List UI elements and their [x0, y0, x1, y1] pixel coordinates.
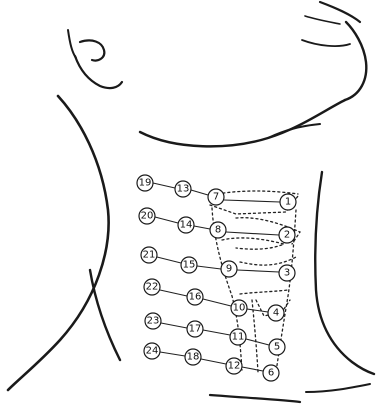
- leader-19-13: [153, 183, 175, 188]
- marker-20-label: 20: [141, 211, 154, 222]
- marker-8: 8: [210, 222, 226, 238]
- leader-lines: [153, 183, 280, 371]
- jaw-line: [140, 100, 345, 146]
- dotted-hyoid-line: [218, 191, 298, 194]
- marker-4: 4: [268, 305, 284, 321]
- leader-24-18: [160, 352, 185, 356]
- marker-1-label: 1: [285, 197, 291, 208]
- ear-lobe: [80, 40, 104, 60]
- marker-5: 5: [269, 339, 285, 355]
- marker-16: 16: [187, 289, 203, 305]
- marker-2-label: 2: [284, 230, 290, 241]
- marker-10-label: 10: [233, 303, 246, 314]
- marker-7-label: 7: [213, 192, 219, 203]
- leader-8-2: [226, 232, 279, 235]
- leader-23-17: [161, 323, 187, 328]
- leader-10-4: [247, 309, 268, 312]
- marker-18-label: 18: [187, 352, 200, 363]
- ear-back: [68, 30, 76, 58]
- leader-12-6: [242, 367, 263, 371]
- marker-20: 20: [139, 208, 155, 224]
- marker-24: 24: [144, 343, 160, 359]
- marker-23: 23: [145, 313, 161, 329]
- marker-3: 3: [279, 265, 295, 281]
- marker-6-label: 6: [268, 368, 274, 379]
- marker-18: 18: [185, 349, 201, 365]
- leader-7-1: [224, 200, 280, 202]
- neck-left-back-line: [8, 96, 109, 390]
- leader-11-5: [246, 339, 269, 345]
- marker-19-label: 19: [139, 178, 152, 189]
- dotted-cricoid-upper: [240, 290, 288, 294]
- marker-7: 7: [208, 189, 224, 205]
- marker-1: 1: [280, 194, 296, 210]
- marker-4-label: 4: [273, 308, 279, 319]
- marker-14-label: 14: [180, 220, 193, 231]
- leader-9-3: [237, 270, 279, 272]
- marker-24-label: 24: [146, 346, 159, 357]
- leader-15-9: [197, 266, 221, 269]
- leader-22-16: [160, 290, 187, 296]
- marker-11: 11: [230, 329, 246, 345]
- marker-15: 15: [181, 257, 197, 273]
- chin-contour: [345, 22, 366, 100]
- marker-2: 2: [279, 227, 295, 243]
- marker-19: 19: [137, 175, 153, 191]
- marker-22-label: 22: [146, 282, 159, 293]
- marker-15-label: 15: [183, 260, 196, 271]
- clavicle-line: [210, 395, 300, 402]
- marker-17-label: 17: [189, 324, 202, 335]
- marker-5-label: 5: [274, 342, 280, 353]
- neck-outline-drawing: [8, 2, 374, 402]
- marker-11-label: 11: [232, 332, 245, 343]
- marker-9-label: 9: [226, 264, 232, 275]
- marker-10: 10: [231, 300, 247, 316]
- marker-23-label: 23: [147, 316, 160, 327]
- marker-21: 21: [141, 247, 157, 263]
- marker-22: 22: [144, 279, 160, 295]
- leader-16-10: [203, 299, 231, 306]
- lip-line: [320, 2, 360, 22]
- marker-9: 9: [221, 261, 237, 277]
- leader-17-11: [203, 330, 230, 335]
- marker-17: 17: [187, 321, 203, 337]
- marker-6: 6: [263, 365, 279, 381]
- marker-13: 13: [175, 181, 191, 197]
- clavicle-right: [306, 384, 370, 392]
- leader-18-12: [201, 359, 226, 364]
- dotted-thyroid-lower: [240, 256, 298, 265]
- marker-3-label: 3: [284, 268, 290, 279]
- marker-16-label: 16: [189, 292, 202, 303]
- marker-21-label: 21: [143, 250, 156, 261]
- leader-13-7: [191, 190, 208, 195]
- marker-12-label: 12: [228, 361, 241, 372]
- dotted-thyroid-notch: [222, 238, 284, 249]
- point-markers: 1 2 3 4 5 6 7 8 9 10 11: [137, 175, 296, 381]
- leader-21-15: [157, 257, 181, 263]
- chin-inner-line: [302, 40, 350, 46]
- marker-14: 14: [178, 217, 194, 233]
- marker-13-label: 13: [177, 184, 190, 195]
- leader-14-8: [194, 226, 210, 229]
- neck-right-line: [315, 172, 374, 374]
- lip-line-lower: [305, 16, 340, 24]
- leader-20-14: [155, 217, 178, 223]
- marker-8-label: 8: [215, 225, 221, 236]
- marker-12: 12: [226, 358, 242, 374]
